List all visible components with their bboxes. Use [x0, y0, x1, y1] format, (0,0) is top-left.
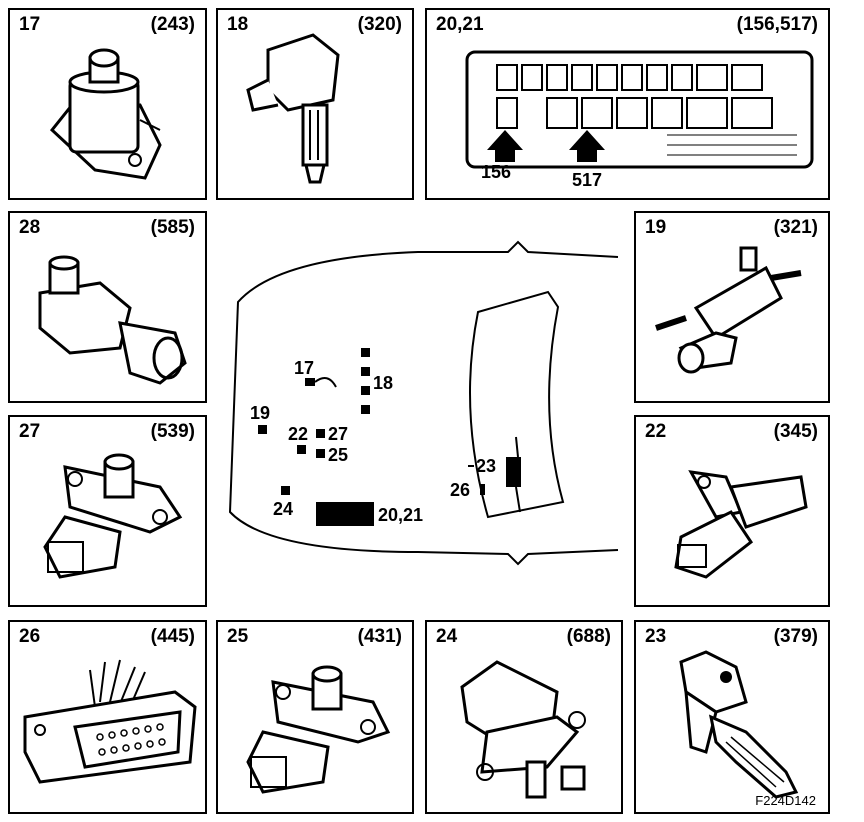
- component-code: (321): [773, 217, 818, 238]
- accelerator-pedal-icon: [679, 650, 799, 799]
- car-label-27: 27: [328, 424, 348, 444]
- marker-22: [297, 445, 306, 454]
- component-panel-18: 18 (320): [216, 8, 414, 200]
- component-code: (539): [150, 421, 195, 442]
- component-code: (379): [773, 626, 818, 647]
- component-number: 26: [19, 626, 41, 647]
- component-code: (445): [150, 626, 195, 647]
- marker-18a: [361, 348, 370, 357]
- component-panel-26: 26 (445): [8, 620, 207, 814]
- marker-23: [506, 457, 521, 487]
- component-panel-24: 24 (688): [425, 620, 623, 814]
- component-panel-17: 17 (243): [8, 8, 207, 200]
- marker-27: [316, 429, 325, 438]
- component-code: (431): [357, 626, 402, 647]
- marker-26: [480, 484, 485, 495]
- component-number: 22: [645, 421, 667, 442]
- component-code: (345): [773, 421, 818, 442]
- component-number: 17: [19, 14, 41, 35]
- car-label-23: 23: [476, 456, 496, 476]
- figure-id: F224D142: [755, 793, 816, 808]
- component-panel-19: 19 (321): [634, 211, 830, 403]
- crankshaft-sensor-icon: [674, 470, 808, 579]
- callout-156: 156: [481, 162, 511, 182]
- car-label-26: 26: [450, 480, 470, 500]
- component-number: 24: [436, 626, 458, 647]
- callout-517: 517: [572, 170, 602, 190]
- ignition-coil-icon: [246, 33, 340, 184]
- purge-valve-icon: [655, 246, 802, 374]
- marker-18d: [361, 405, 370, 414]
- car-label-19: 19: [250, 403, 270, 423]
- component-number: 28: [19, 217, 41, 238]
- component-number: 18: [227, 14, 249, 35]
- component-number: 19: [645, 217, 667, 238]
- solenoid-valve-icon: [49, 48, 162, 180]
- component-code: (156,517): [736, 14, 818, 35]
- component-number: 20,21: [436, 14, 484, 35]
- component-panel-25: 25 (431): [216, 620, 414, 814]
- pressure-sensor-icon: [43, 453, 183, 579]
- pressure-sensor-icon: [38, 255, 187, 385]
- diagnostic-connector-icon: [23, 659, 197, 784]
- car-label-25: 25: [328, 445, 348, 465]
- component-code: (688): [566, 626, 611, 647]
- component-code: (585): [150, 217, 195, 238]
- car-outline-diagram: 17 18 19 22 27 25 24 20,21 23 26: [228, 240, 619, 566]
- car-label-24: 24: [273, 499, 293, 519]
- marker-24: [281, 486, 290, 495]
- component-panel-23: 23 (379) F224D142: [634, 620, 830, 814]
- car-label-20-21: 20,21: [378, 505, 423, 525]
- component-code: (243): [150, 14, 195, 35]
- marker-19: [258, 425, 267, 434]
- marker-25: [316, 449, 325, 458]
- component-panel-27: 27 (539): [8, 415, 207, 607]
- pressure-sensor-icon: [246, 665, 391, 794]
- fuse-relay-box-icon: 156 517: [465, 50, 814, 190]
- marker-18c: [361, 386, 370, 395]
- component-code: (320): [357, 14, 402, 35]
- component-number: 27: [19, 421, 41, 442]
- component-number: 23: [645, 626, 667, 647]
- marker-20-21: [316, 502, 374, 526]
- temperature-pressure-sensor-icon: [460, 660, 586, 799]
- car-label-22: 22: [288, 424, 308, 444]
- car-label-18: 18: [373, 373, 393, 393]
- component-panel-22: 22 (345): [634, 415, 830, 607]
- marker-18b: [361, 367, 370, 376]
- car-label-17: 17: [294, 358, 314, 378]
- component-number: 25: [227, 626, 249, 647]
- component-panel-20-21: 20,21 (156,517): [425, 8, 830, 200]
- marker-17: [305, 378, 315, 386]
- component-panel-28: 28 (585): [8, 211, 207, 403]
